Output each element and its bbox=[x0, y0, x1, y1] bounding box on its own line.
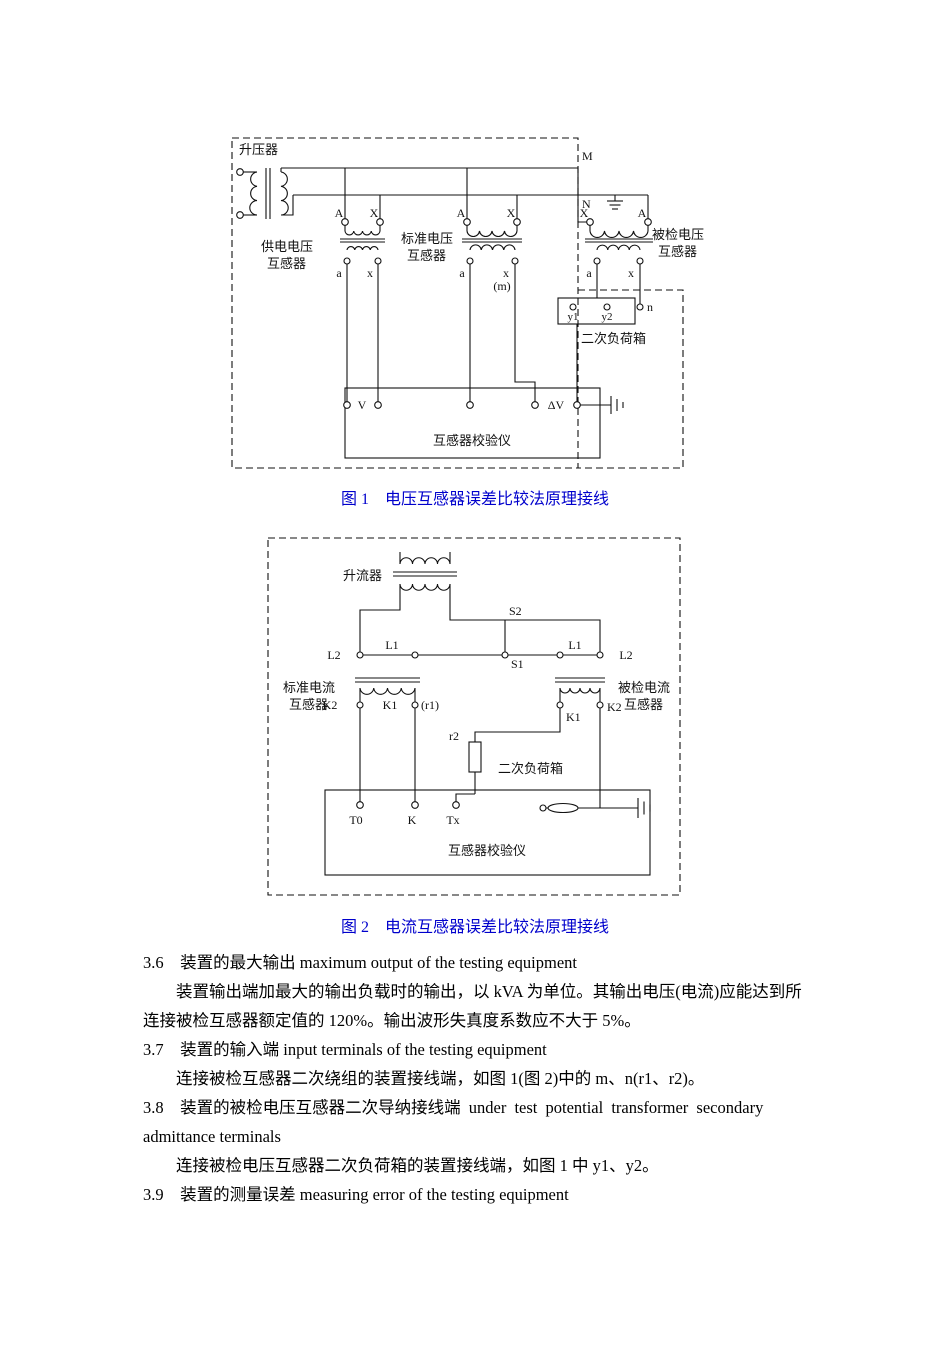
fig2-label-r2: r2 bbox=[449, 729, 459, 743]
fig2-r2-resistor bbox=[468, 741, 482, 773]
fig1-label-m: (m) bbox=[493, 279, 510, 293]
fig1-test-x: x bbox=[628, 266, 634, 280]
fig1-calibrator-box bbox=[343, 387, 601, 459]
figure1-caption: 图 1 电压互感器误差比较法原理接线 bbox=[340, 491, 609, 508]
fig1-std-pt-label1: 标准电压 bbox=[401, 231, 453, 246]
fig2-standard-ct-symbol bbox=[355, 677, 420, 709]
fig1-std-a: a bbox=[459, 266, 465, 280]
fig2-load-box-label: 二次负荷箱 bbox=[498, 761, 563, 776]
fig1-std-pt-label2: 互感器 bbox=[407, 248, 446, 263]
fig1-ground-top-icon bbox=[607, 195, 623, 210]
fig1-standard-pt-symbol bbox=[462, 218, 522, 265]
fig2-std-ct-label1: 标准电流 bbox=[283, 680, 335, 695]
body-line-3-6-heading: 3.6 装置的最大输出 maximum output of the testin… bbox=[143, 953, 578, 972]
fig2-label-r1: (r1) bbox=[421, 698, 439, 712]
fig2-test-K2: K2 bbox=[607, 700, 622, 714]
fig2-calibrator-box bbox=[324, 789, 651, 876]
body-line-3-8-heading2: admittance terminals bbox=[143, 1127, 281, 1146]
fig1-booster-label: 升压器 bbox=[239, 142, 278, 157]
body-text: 3.6 装置的最大输出 maximum output of the testin… bbox=[143, 948, 843, 1209]
fig2-std-K2: K2 bbox=[323, 698, 338, 712]
fig2-label-K: K bbox=[408, 813, 417, 827]
body-line-3-8-heading: 3.8 装置的被检电压互感器二次导纳接线端 under test potenti… bbox=[143, 1098, 764, 1117]
fig1-test-pt-label2: 互感器 bbox=[658, 244, 697, 259]
fig2-label-S2: S2 bbox=[509, 604, 522, 618]
fig1-test-pt-symbol bbox=[585, 218, 653, 265]
body-line-3-8-para: 连接被检电压互感器二次负荷箱的装置接线端，如图 1 中 y1、y2。 bbox=[176, 1156, 659, 1175]
fig2-ground-icon bbox=[539, 798, 651, 818]
fig1-std-X: X bbox=[507, 206, 516, 220]
fig2-label-T0: T0 bbox=[349, 813, 362, 827]
fig1-test-A: A bbox=[638, 206, 647, 220]
fig2-std-L1: L1 bbox=[385, 638, 398, 652]
fig1-supply-X: X bbox=[370, 206, 379, 220]
fig2-std-K1: K1 bbox=[383, 698, 398, 712]
fig2-test-K1: K1 bbox=[566, 710, 581, 724]
fig1-load-box-label: 二次负荷箱 bbox=[581, 331, 646, 346]
fig2-label-S1: S1 bbox=[511, 657, 524, 671]
fig2-label-Tx: Tx bbox=[446, 813, 459, 827]
figure2: 升流器 S2 L2 L1 S1 L1 L2 标准电流 互感器 被检电流 互感器 … bbox=[260, 532, 690, 902]
fig1-wiring bbox=[281, 167, 649, 406]
fig1-supply-pt-label1: 供电电压 bbox=[261, 239, 313, 254]
fig1-secondary-load-box bbox=[557, 297, 644, 325]
fig2-equipment-boundary bbox=[267, 537, 681, 896]
fig2-wiring bbox=[359, 584, 638, 809]
fig2-test-ct-symbol bbox=[555, 677, 605, 709]
fig2-bus-terminals bbox=[356, 651, 604, 659]
fig2-test-L1: L1 bbox=[568, 638, 581, 652]
fig2-test-ct-label2: 互感器 bbox=[624, 697, 663, 712]
fig1-test-X: X bbox=[580, 206, 589, 220]
fig1-std-A: A bbox=[457, 206, 466, 220]
body-line-3-9-heading: 3.9 装置的测量误差 measuring error of the testi… bbox=[143, 1185, 569, 1204]
body-line-3-6-para1: 装置输出端加最大的输出负载时的输出，以 kVA 为单位。其输出电压(电流)应能达… bbox=[176, 982, 802, 1001]
fig2-calibrator-label: 互感器校验仪 bbox=[448, 843, 526, 858]
fig1-calibrator-label: 互感器校验仪 bbox=[433, 433, 511, 448]
fig1-supply-a: a bbox=[336, 266, 342, 280]
fig1-test-a: a bbox=[586, 266, 592, 280]
figure1: 升压器 M N A X A X X A a x a x (m) a x 供电电压… bbox=[215, 130, 705, 475]
fig2-booster-symbol bbox=[393, 552, 457, 591]
fig1-step-up-transformer-symbol bbox=[236, 168, 294, 219]
fig1-ground-bottom-icon bbox=[610, 396, 624, 414]
figure2-caption: 图 2 电流互感器误差比较法原理接线 bbox=[340, 919, 609, 936]
fig2-std-L2: L2 bbox=[327, 648, 340, 662]
fig1-label-V: V bbox=[358, 398, 367, 412]
fig1-label-n: n bbox=[647, 300, 653, 314]
fig1-test-pt-label1: 被检电压 bbox=[652, 227, 704, 242]
fig1-label-dV: ΔV bbox=[548, 398, 565, 412]
fig1-supply-A: A bbox=[335, 206, 344, 220]
fig2-test-ct-label1: 被检电流 bbox=[618, 680, 670, 695]
fig1-label-y1: y1 bbox=[568, 311, 579, 323]
body-line-3-7-para: 连接被检互感器二次绕组的装置接线端，如图 1(图 2)中的 m、n(r1、r2)… bbox=[176, 1069, 705, 1088]
fig1-std-x: x bbox=[503, 266, 509, 280]
fig2-std-ct-label2: 互感器 bbox=[289, 697, 328, 712]
body-line-3-7-heading: 3.7 装置的输入端 input terminals of the testin… bbox=[143, 1040, 547, 1059]
body-line-3-6-para2: 连接被检互感器额定值的 120%。输出波形失真度系数应不大于 5%。 bbox=[143, 1011, 641, 1030]
fig1-label-N: N bbox=[582, 197, 591, 211]
fig1-equipment-boundary bbox=[231, 137, 684, 469]
fig1-supply-pt-label2: 互感器 bbox=[267, 256, 306, 271]
fig2-booster-label: 升流器 bbox=[343, 568, 382, 583]
fig1-supply-x: x bbox=[367, 266, 373, 280]
fig1-supply-pt-symbol bbox=[340, 218, 385, 265]
fig1-label-y2: y2 bbox=[602, 311, 613, 323]
fig1-label-M: M bbox=[582, 149, 593, 163]
figure2-diagram: 升流器 S2 L2 L1 S1 L1 L2 标准电流 互感器 被检电流 互感器 … bbox=[267, 537, 681, 896]
figure1-diagram: 升压器 M N A X A X X A a x a x (m) a x 供电电压… bbox=[231, 137, 704, 469]
fig2-test-L2: L2 bbox=[619, 648, 632, 662]
